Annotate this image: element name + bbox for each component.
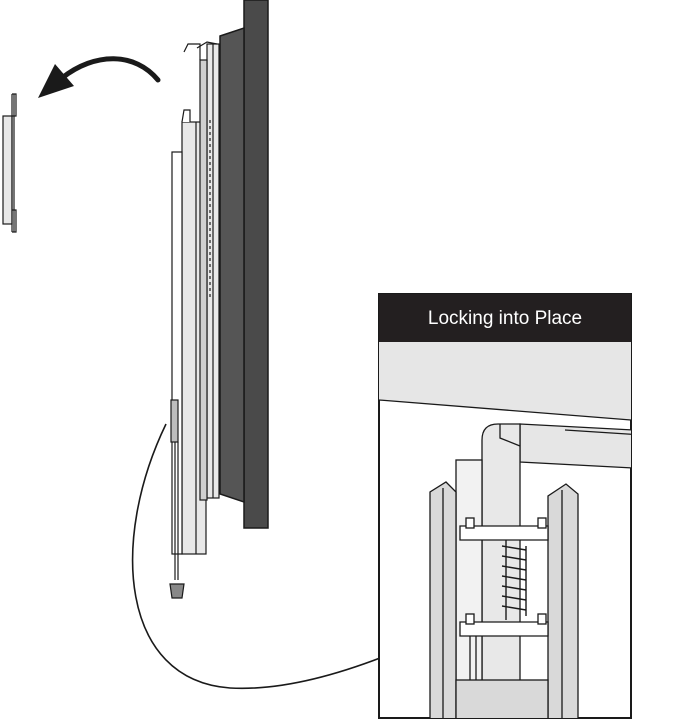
detached-bracket xyxy=(2,93,17,233)
safety-leg xyxy=(169,399,185,599)
display-panel xyxy=(219,0,269,529)
curved-arrow-left-icon xyxy=(38,56,161,98)
lock-spring xyxy=(501,540,527,620)
inset-title: Locking into Place xyxy=(428,308,582,329)
inset-detail: Locking into Place xyxy=(378,293,632,719)
mount-rails xyxy=(171,41,220,555)
inset-title-bar xyxy=(379,294,631,342)
